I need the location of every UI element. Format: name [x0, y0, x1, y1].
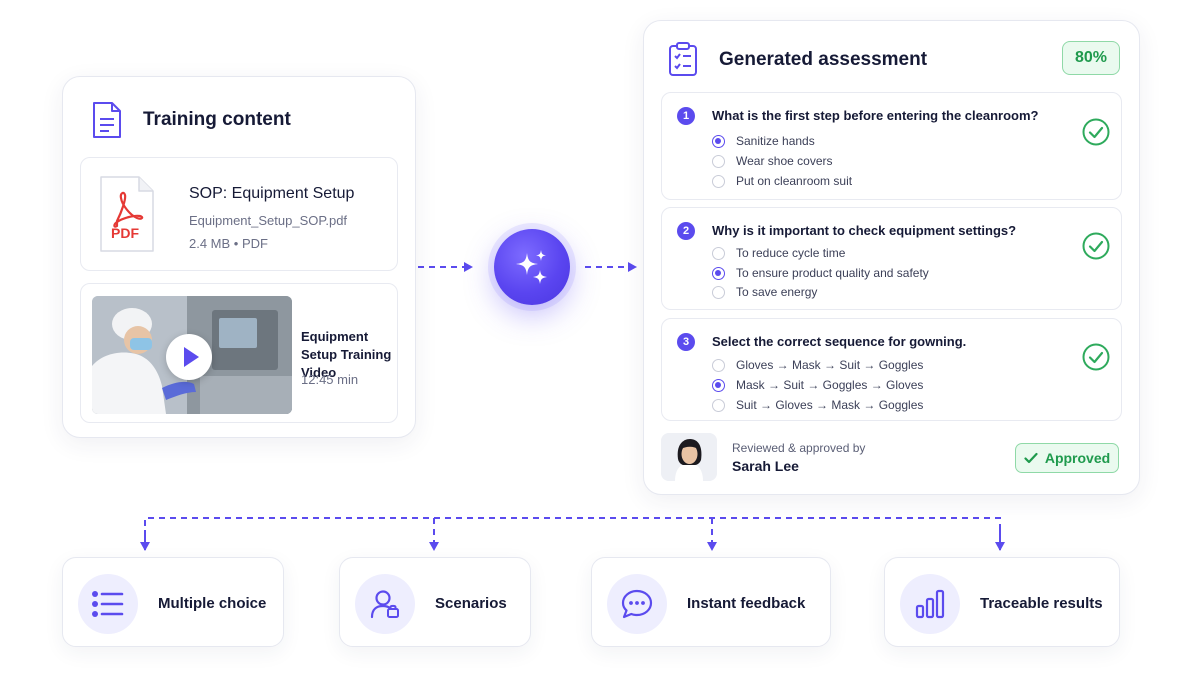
- radio[interactable]: [712, 285, 725, 299]
- question-card-2: 2 Why is it important to check equipment…: [661, 207, 1122, 310]
- radio[interactable]: [712, 174, 725, 188]
- radio[interactable]: [712, 398, 725, 412]
- video-item[interactable]: Equipment Setup Training Video 12:45 min: [80, 283, 398, 423]
- avatar: [661, 433, 717, 481]
- pdf-icon-label: PDF: [111, 225, 139, 241]
- score-badge: 80%: [1062, 41, 1120, 75]
- check-circle-icon: [1082, 343, 1110, 371]
- checkmark-icon: [1024, 452, 1038, 464]
- feature-traceable-results: Traceable results: [884, 557, 1120, 647]
- radio[interactable]: [712, 246, 725, 260]
- question-text: Why is it important to check equipment s…: [712, 223, 1017, 238]
- feature-label: Instant feedback: [687, 595, 806, 612]
- question-number: 3: [677, 333, 695, 351]
- ai-generate-button[interactable]: [494, 229, 570, 305]
- clipboard-checklist-icon: [669, 42, 697, 76]
- question-card-3: 3 Select the correct sequence for gownin…: [661, 318, 1122, 421]
- reviewer-label: Reviewed & approved by: [732, 441, 866, 455]
- play-icon: [184, 347, 199, 367]
- feature-multiple-choice: Multiple choice: [62, 557, 284, 647]
- question-number: 2: [677, 222, 695, 240]
- answer-option[interactable]: Wear shoe covers: [712, 154, 833, 168]
- answer-option[interactable]: To ensure product quality and safety: [712, 266, 929, 280]
- bar-chart-icon: [900, 574, 960, 634]
- generated-assessment-card: Generated assessment 80% 1 What is the f…: [643, 20, 1140, 495]
- answer-option[interactable]: Gloves → Mask → Suit → Goggles: [712, 358, 923, 372]
- pdf-meta: 2.4 MB • PDF: [189, 236, 268, 251]
- reviewer-name: Sarah Lee: [732, 458, 799, 474]
- check-circle-icon: [1082, 118, 1110, 146]
- play-button[interactable]: [166, 334, 212, 380]
- option-label: Gloves → Mask → Suit → Goggles: [736, 358, 924, 372]
- pdf-filename: Equipment_Setup_SOP.pdf: [189, 213, 348, 228]
- user-icon: [355, 574, 415, 634]
- training-content-card: Training content PDF SOP: Equipment Setu…: [62, 76, 416, 438]
- feature-instant-feedback: Instant feedback: [591, 557, 831, 647]
- answer-option[interactable]: Suit → Gloves → Mask → Goggles: [712, 398, 923, 412]
- question-card-1: 1 What is the first step before entering…: [661, 92, 1122, 200]
- answer-option[interactable]: To reduce cycle time: [712, 246, 845, 260]
- list-icon: [78, 574, 138, 634]
- option-label: To save energy: [736, 285, 818, 299]
- option-label: Wear shoe covers: [736, 154, 833, 168]
- answer-option[interactable]: Sanitize hands: [712, 134, 815, 148]
- radio[interactable]: [712, 154, 725, 168]
- radio-selected[interactable]: [712, 378, 725, 392]
- question-number: 1: [677, 107, 695, 125]
- feature-label: Multiple choice: [158, 595, 267, 612]
- radio[interactable]: [712, 358, 725, 372]
- check-circle-icon: [1082, 232, 1110, 260]
- document-icon: [93, 102, 121, 138]
- approved-label: Approved: [1044, 450, 1111, 466]
- option-label: Mask → Suit → Goggles → Gloves: [736, 378, 924, 392]
- answer-option[interactable]: To save energy: [712, 285, 817, 299]
- option-label: Put on cleanroom suit: [736, 174, 853, 188]
- arrow-bus: [144, 517, 1001, 548]
- feature-label: Traceable results: [980, 595, 1103, 612]
- option-label: Suit → Gloves → Mask → Goggles: [736, 398, 924, 412]
- pdf-file-icon: PDF: [98, 175, 156, 253]
- answer-option[interactable]: Mask → Suit → Goggles → Gloves: [712, 378, 923, 392]
- radio-selected[interactable]: [712, 266, 725, 280]
- pdf-name: SOP: Equipment Setup: [189, 185, 355, 202]
- feature-label: Scenarios: [435, 595, 507, 612]
- feature-scenarios: Scenarios: [339, 557, 531, 647]
- assessment-title: Generated assessment: [719, 49, 928, 70]
- reviewer-row: Reviewed & approved by Sarah Lee Approve…: [661, 433, 1122, 483]
- question-text: What is the first step before entering t…: [712, 108, 1039, 123]
- video-thumbnail[interactable]: [92, 296, 292, 414]
- approved-badge: Approved: [1015, 443, 1119, 473]
- option-label: To reduce cycle time: [736, 246, 846, 260]
- chat-bubble-icon: [607, 574, 667, 634]
- video-duration: 12:45 min: [301, 372, 359, 387]
- question-text: Select the correct sequence for gowning.: [712, 334, 967, 349]
- training-content-title: Training content: [143, 109, 291, 130]
- sparkles-icon: [516, 250, 547, 284]
- option-label: To ensure product quality and safety: [736, 266, 929, 280]
- answer-option[interactable]: Put on cleanroom suit: [712, 174, 852, 188]
- video-title: Equipment Setup Training Video: [301, 329, 392, 380]
- option-label: Sanitize hands: [736, 134, 815, 148]
- pdf-document-item[interactable]: PDF SOP: Equipment Setup Equipment_Setup…: [80, 157, 398, 271]
- radio-selected[interactable]: [712, 134, 725, 148]
